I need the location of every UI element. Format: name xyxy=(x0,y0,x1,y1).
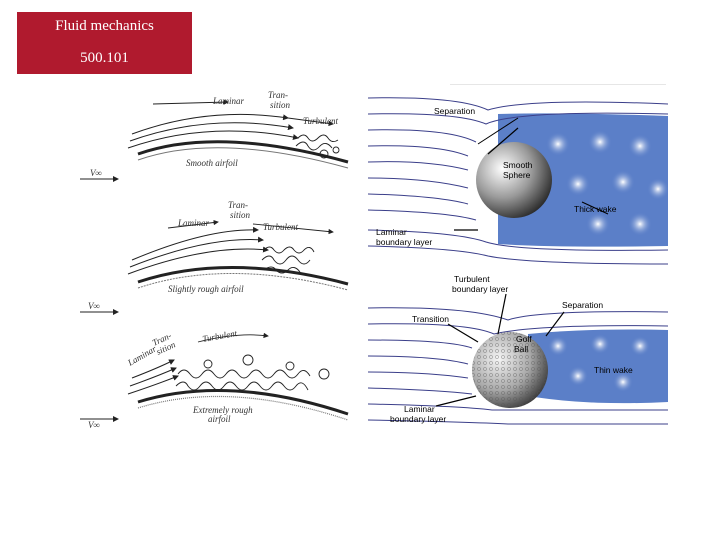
sphere-wake-diagram: Separation Smooth Sphere Thick wake Lami… xyxy=(367,83,669,434)
golf-ball-label-1: Golf xyxy=(516,334,532,344)
turbulent-bl-label-2: boundary layer xyxy=(452,284,508,294)
bottom-separation-label: Separation xyxy=(562,300,603,310)
turbulent-bl-label-1: Turbulent xyxy=(454,274,490,284)
smooth-transition-label-1: Tran- xyxy=(268,90,288,100)
thick-wake-label: Thick wake xyxy=(574,204,617,214)
slight-laminar-label: Laminar xyxy=(177,218,210,228)
slight-turbulent-label: Turbulent xyxy=(263,222,299,232)
course-title-box: Fluid mechanics 500.101 xyxy=(17,12,192,74)
extreme-airfoil-label-2: airfoil xyxy=(208,414,231,424)
slight-airfoil-label: Slightly rough airfoil xyxy=(168,284,244,294)
top-laminar-bl-label-1: Laminar xyxy=(376,227,407,237)
top-separation-label: Separation xyxy=(434,106,475,116)
smooth-velocity-label: V∞ xyxy=(90,168,102,178)
extreme-turbulent-label: Turbulent xyxy=(202,328,239,344)
airfoil-boundary-layer-diagram: Laminar Tran- sition Turbulent Smooth ai… xyxy=(58,84,354,434)
slight-transition-label-1: Tran- xyxy=(228,200,248,210)
smooth-laminar-label: Laminar xyxy=(212,96,245,106)
smooth-sphere xyxy=(476,142,552,218)
extreme-laminar-label: Laminar xyxy=(125,343,158,368)
transition-label: Transition xyxy=(412,314,449,324)
extremely-rough-airfoil-sketch: Laminar Tran- sition Turbulent Extremely… xyxy=(80,328,349,430)
slight-velocity-label: V∞ xyxy=(88,301,100,311)
slightly-rough-airfoil-sketch: Laminar Tran- sition Turbulent Slightly … xyxy=(80,200,349,315)
slight-transition-label-2: sition xyxy=(230,210,251,220)
smooth-airfoil-label: Smooth airfoil xyxy=(186,158,238,168)
smooth-sphere-label-1: Smooth xyxy=(503,160,533,170)
bottom-laminar-bl-label-2: boundary layer xyxy=(390,414,446,424)
smooth-airfoil-sketch: Laminar Tran- sition Turbulent Smooth ai… xyxy=(80,90,349,182)
bottom-laminar-bl-label-1: Laminar xyxy=(404,404,435,414)
top-laminar-bl-label-2: boundary layer xyxy=(376,237,432,247)
smooth-sphere-label-2: Sphere xyxy=(503,170,531,180)
golf-ball-flow: Turbulent boundary layer Separation Tran… xyxy=(367,274,669,425)
thin-wake-label: Thin wake xyxy=(594,365,633,375)
extreme-airfoil-label-1: Extremely rough xyxy=(192,405,253,415)
course-title: Fluid mechanics xyxy=(55,18,154,34)
course-code: 500.101 xyxy=(80,50,129,66)
golf-ball-label-2: Ball xyxy=(514,344,528,354)
smooth-turbulent-label: Turbulent xyxy=(303,116,339,126)
smooth-sphere-flow: Separation Smooth Sphere Thick wake Lami… xyxy=(367,97,669,265)
extreme-velocity-label: V∞ xyxy=(88,420,100,430)
smooth-transition-label-2: sition xyxy=(270,100,291,110)
